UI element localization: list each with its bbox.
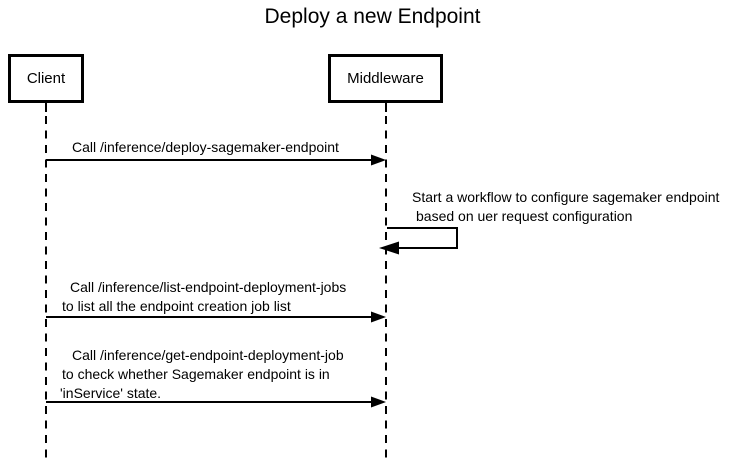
message-deploy: Call /inference/deploy-sagemaker-endpoin… <box>72 138 339 157</box>
actor-middleware-label: Middleware <box>347 70 424 87</box>
arrow-get-head <box>371 396 386 408</box>
self-loop-path <box>387 227 458 249</box>
self-loop-head <box>379 241 399 255</box>
arrow-list-head <box>371 311 386 323</box>
actor-client-label: Client <box>26 70 66 87</box>
diagram-title: Deploy a new Endpoint <box>264 5 481 28</box>
message-list-jobs-line: to list all the endpoint creation job li… <box>62 298 291 314</box>
actor-client: Client <box>8 54 84 103</box>
message-workflow-note-line: based on uer request configuration <box>416 208 633 224</box>
arrow-deploy-head <box>371 154 386 166</box>
message-get-job-line: 'inService' state. <box>60 385 162 401</box>
message-get-job-line: Call /inference/get-endpoint-deployment-… <box>72 347 344 363</box>
message-get-job: Call /inference/get-endpoint-deployment-… <box>60 346 344 403</box>
message-workflow-note: Start a workflow to configure sagemaker … <box>412 188 719 226</box>
message-get-job-line: to check whether Sagemaker endpoint is i… <box>62 366 330 382</box>
message-workflow-note-line: Start a workflow to configure sagemaker … <box>412 189 720 205</box>
message-deploy-line: Call /inference/deploy-sagemaker-endpoin… <box>72 139 339 155</box>
message-list-jobs: Call /inference/list-endpoint-deployment… <box>62 278 346 316</box>
message-list-jobs-line: Call /inference/list-endpoint-deployment… <box>70 279 347 295</box>
actor-middleware: Middleware <box>328 54 443 103</box>
